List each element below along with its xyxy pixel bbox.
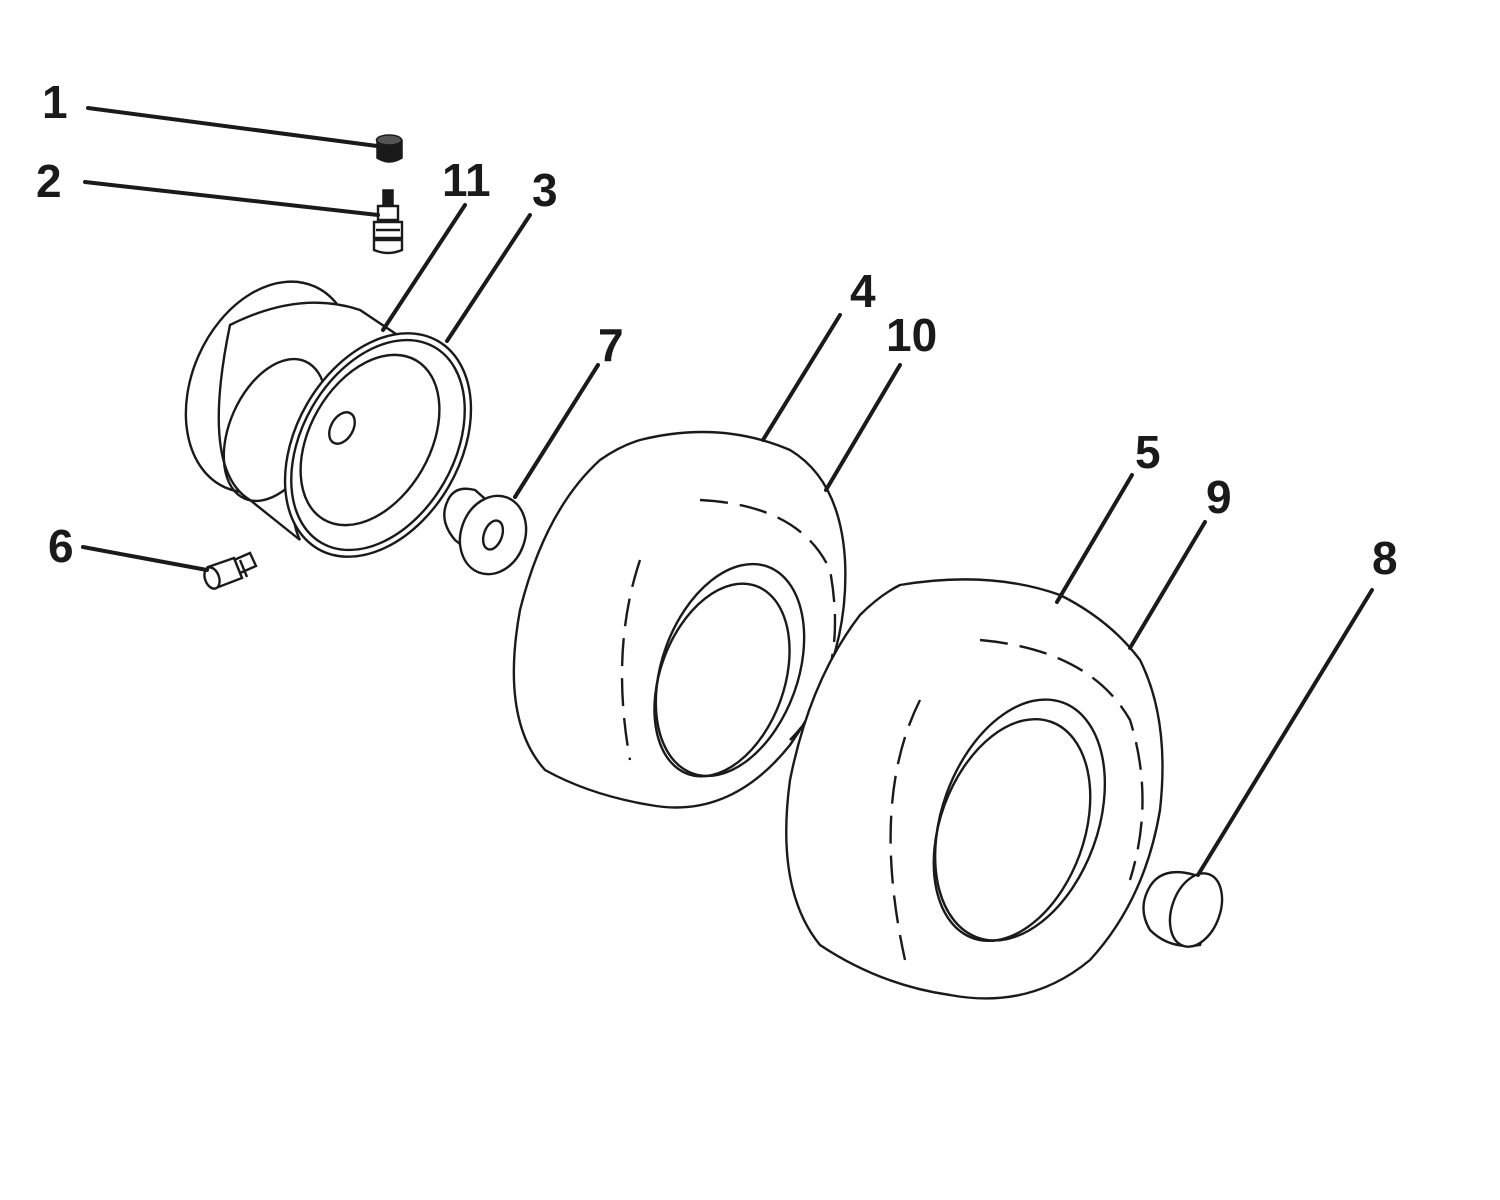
callout-10: 10 xyxy=(886,309,937,361)
grease-fitting-part xyxy=(203,551,258,590)
leader-line-10 xyxy=(824,363,902,492)
front-tire-part xyxy=(512,430,847,809)
callout-5: 5 xyxy=(1135,426,1161,478)
callout-2: 2 xyxy=(36,155,62,207)
callout-3: 3 xyxy=(532,164,558,216)
callout-9: 9 xyxy=(1206,471,1232,523)
callout-8: 8 xyxy=(1372,532,1398,584)
leader-line-2 xyxy=(83,180,380,217)
leader-line-4 xyxy=(761,313,842,442)
rear-tire-part xyxy=(785,578,1164,1000)
valve-cap-part xyxy=(375,134,403,163)
hub-cap-part xyxy=(1142,870,1224,948)
rim-part xyxy=(184,280,473,558)
leader-line-5 xyxy=(1055,473,1134,604)
valve-stem-part xyxy=(372,189,404,255)
callout-6: 6 xyxy=(48,520,74,572)
leader-line-11 xyxy=(381,203,467,332)
callout-7: 7 xyxy=(598,319,624,371)
callout-1: 1 xyxy=(42,76,68,128)
bushing-part xyxy=(443,487,528,576)
leader-line-8 xyxy=(1196,588,1374,877)
callout-11: 11 xyxy=(442,154,491,206)
callout-4: 4 xyxy=(850,265,876,317)
leader-line-3 xyxy=(445,213,532,343)
leader-line-6 xyxy=(81,545,209,572)
leader-line-7 xyxy=(513,363,600,499)
leader-line-9 xyxy=(1128,520,1207,650)
leader-line-1 xyxy=(86,106,379,148)
